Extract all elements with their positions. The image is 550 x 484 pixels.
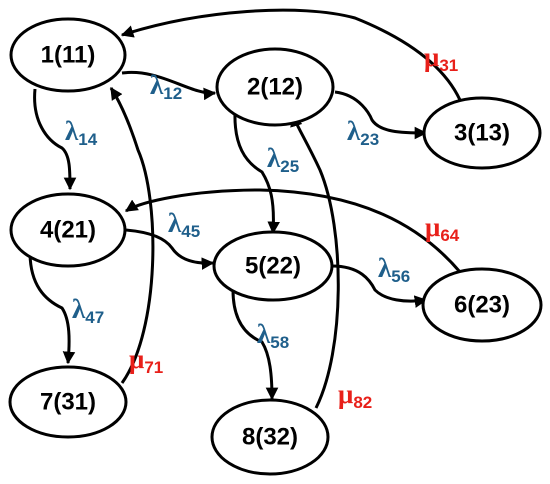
edge-8-2 xyxy=(290,113,340,409)
node-8-ellipse xyxy=(210,398,330,476)
node-5-ellipse xyxy=(212,230,334,302)
edge-3-1 xyxy=(120,8,462,101)
edge-label-64: μ64 xyxy=(425,212,460,245)
state-node-3: 3(13) xyxy=(422,96,542,170)
edge-label-47: λ47 xyxy=(72,294,104,327)
edge-7-1 xyxy=(109,86,155,384)
edges-layer xyxy=(28,8,462,409)
edge-label-14: λ14 xyxy=(65,116,98,149)
edge-1-4 xyxy=(33,88,77,191)
edge-6-4 xyxy=(124,188,462,273)
state-node-5: 5(22) xyxy=(212,230,334,302)
edge-5-8 xyxy=(231,289,279,401)
edge-2-5 xyxy=(233,111,280,235)
edge-labels-layer: λ12 λ14 λ23 λ25 μ31 λ45 λ47 λ56 λ58 μ64 … xyxy=(65,42,460,412)
edge-4-7 xyxy=(28,251,76,365)
edge-5-6 xyxy=(331,264,428,308)
node-2-label: 2(12) xyxy=(247,74,303,101)
node-2-ellipse xyxy=(215,47,335,127)
state-node-2: 2(12) xyxy=(215,47,335,127)
edge-label-58: λ58 xyxy=(257,319,289,352)
nodes-layer: 1(11) 2(12) 3(13) 4(21) 5(22) 6(23) 7(31… xyxy=(8,17,543,476)
edge-2-3 xyxy=(334,90,428,140)
edge-1-2 xyxy=(121,70,217,101)
node-4-ellipse xyxy=(9,192,127,268)
edge-label-25: λ25 xyxy=(267,143,299,176)
node-5-label: 5(22) xyxy=(245,253,301,280)
edge-4-5 xyxy=(125,228,215,270)
edge-label-71: μ71 xyxy=(129,344,163,377)
node-3-ellipse xyxy=(422,96,542,170)
node-7-ellipse xyxy=(8,365,128,439)
state-node-1: 1(11) xyxy=(9,17,127,93)
edge-label-31: μ31 xyxy=(424,42,458,75)
state-node-4: 4(21) xyxy=(9,192,127,268)
node-1-label: 1(11) xyxy=(41,42,96,69)
node-3-label: 3(13) xyxy=(454,120,510,147)
edge-label-23: λ23 xyxy=(347,116,379,149)
node-4-label: 4(21) xyxy=(40,217,96,244)
node-6-ellipse xyxy=(421,267,543,343)
state-node-8: 8(32) xyxy=(210,398,330,476)
edge-label-82: μ82 xyxy=(338,379,372,412)
node-6-label: 6(23) xyxy=(454,292,510,319)
edge-label-45: λ45 xyxy=(168,208,200,241)
node-8-label: 8(32) xyxy=(242,424,298,451)
state-node-6: 6(23) xyxy=(421,267,543,343)
node-1-ellipse xyxy=(9,17,127,93)
node-7-label: 7(31) xyxy=(40,389,96,416)
state-node-7: 7(31) xyxy=(8,365,128,439)
edge-label-12: λ12 xyxy=(150,70,182,103)
edge-label-56: λ56 xyxy=(378,253,410,286)
